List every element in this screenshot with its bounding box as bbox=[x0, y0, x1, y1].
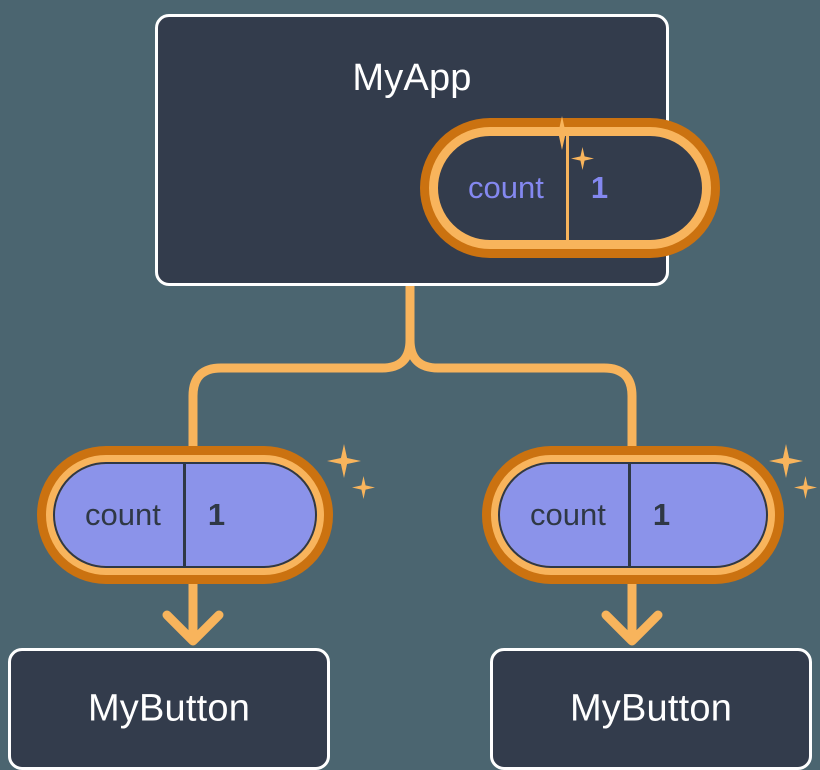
arrow-head-left bbox=[162, 610, 224, 646]
sparkle-icon bbox=[352, 476, 375, 499]
state-pill-myapp[interactable]: count 1 bbox=[429, 127, 711, 249]
component-card-myapp[interactable]: MyApp count 1 bbox=[155, 14, 711, 286]
state-pill-mybutton-right[interactable]: count 1 bbox=[491, 455, 775, 575]
arrow-head-right bbox=[601, 610, 663, 646]
component-title-mybutton: MyButton bbox=[87, 687, 251, 730]
state-value-label: 1 bbox=[182, 464, 255, 566]
sparkle-icon bbox=[327, 444, 361, 478]
sparkle-icon bbox=[794, 476, 817, 499]
component-card-mybutton-left[interactable]: MyButton bbox=[8, 648, 330, 770]
connector-tree-path-right bbox=[405, 335, 637, 460]
state-value-label: 1 bbox=[565, 136, 638, 240]
component-card-mybutton-right[interactable]: MyButton bbox=[490, 648, 812, 770]
state-pill-mybutton-left[interactable]: count 1 bbox=[46, 455, 324, 575]
component-title-myapp: MyApp bbox=[352, 57, 472, 99]
sparkle-icon bbox=[769, 444, 803, 478]
state-key-label: count bbox=[468, 170, 544, 205]
state-value-label: 1 bbox=[627, 464, 700, 566]
component-title-mybutton: MyButton bbox=[569, 687, 733, 730]
state-key-label: count bbox=[530, 497, 606, 532]
connector-tree-path bbox=[188, 281, 415, 460]
state-key-label: count bbox=[85, 497, 161, 532]
